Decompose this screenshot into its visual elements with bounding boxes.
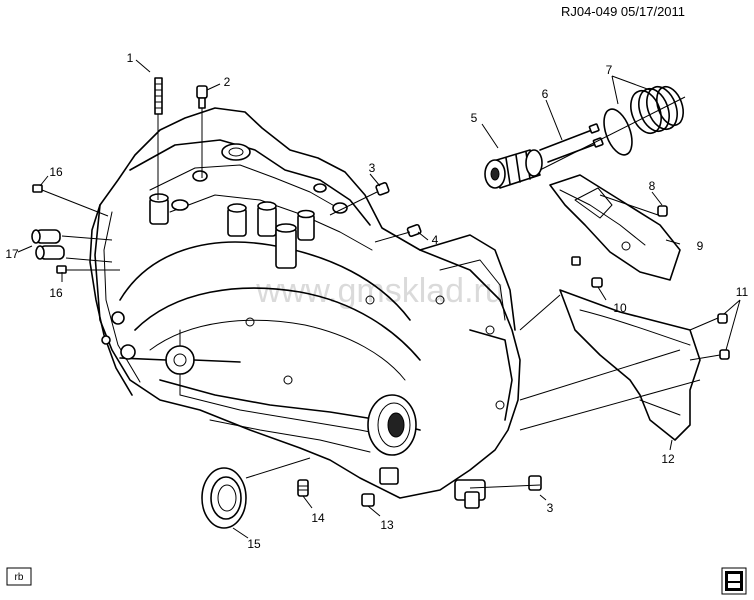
callout-2: 2: [224, 75, 231, 89]
transmission-case: [89, 107, 521, 509]
bolt-part-2: [196, 85, 208, 109]
callout-4: 4: [432, 233, 439, 247]
bolt-part-3-lower: [528, 475, 542, 491]
gm-logo: [721, 567, 747, 595]
bolt-part-8: [657, 205, 668, 217]
plug-part-16-lower: [56, 265, 67, 274]
diagram-reference: RJ04-049 05/17/2011: [561, 4, 685, 19]
callout-5: 5: [471, 111, 478, 125]
callout-7: 7: [606, 63, 613, 77]
bolts-part-11: [717, 313, 730, 360]
callout-15: 15: [247, 537, 261, 551]
sleeve-parts-17: [31, 229, 65, 260]
callout-3-lower: 3: [547, 501, 554, 515]
callout-11: 11: [736, 285, 749, 299]
bolt-part-13: [361, 493, 375, 507]
callout-17: 17: [5, 247, 19, 261]
callout-16-upper: 16: [49, 165, 63, 179]
callout-10: 10: [613, 301, 627, 315]
callout-13: 13: [380, 518, 394, 532]
callout-1: 1: [127, 51, 134, 65]
leader-lines: [17, 59, 741, 539]
springs-part-7: [539, 85, 686, 171]
callout-3-upper: 3: [369, 161, 376, 175]
callout-labels: 1 2 3 16 17 16 4 5 6 7 8 9 10 11 12 3 13…: [5, 51, 748, 551]
initials-box: rb: [6, 567, 32, 586]
bolts-part-6: [539, 123, 604, 163]
piston-part-5: [484, 149, 543, 189]
callout-8: 8: [649, 179, 656, 193]
nut-part-10: [571, 256, 603, 288]
seal-part-15: [201, 467, 247, 529]
callout-9: 9: [697, 239, 704, 253]
callout-16-lower: 16: [49, 286, 63, 300]
heat-shield-part-9: [549, 174, 681, 281]
fitting-part-14: [297, 479, 309, 497]
callout-12: 12: [661, 452, 675, 466]
bolt-part-3-upper: [375, 182, 390, 196]
plug-part-16-upper: [32, 184, 43, 193]
stud-part-1: [154, 77, 163, 115]
initials-text: rb: [15, 572, 24, 583]
callout-14: 14: [311, 511, 325, 525]
shield-part-12: [559, 289, 701, 441]
callout-6: 6: [542, 87, 549, 101]
bolt-part-4: [406, 223, 422, 237]
